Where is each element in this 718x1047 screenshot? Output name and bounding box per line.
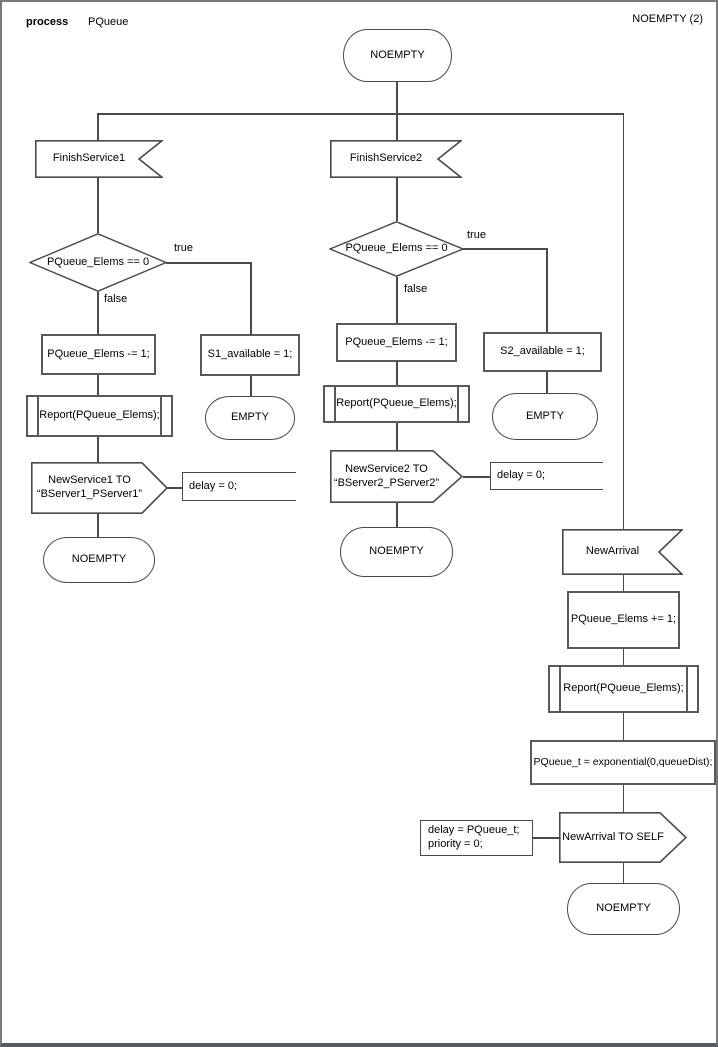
comment-delay-2: delay = 0; — [490, 462, 603, 490]
connector-line — [97, 375, 99, 395]
connector-line — [546, 372, 548, 393]
procedure-report-1: Report(PQueue_Elems); — [26, 395, 173, 437]
connector-line — [463, 476, 490, 478]
state-noempty-1: NOEMPTY — [43, 537, 155, 583]
output-signal-newarrival-self: NewArrival TO SELF — [559, 812, 687, 863]
comment-delay-1: delay = 0; — [182, 472, 296, 501]
procedure-report-3: Report(PQueue_Elems); — [548, 665, 699, 713]
state-empty-1: EMPTY — [205, 396, 295, 440]
procedure-bar-icon — [457, 387, 459, 421]
input-signal-finishservice1: FinishService1 — [35, 140, 163, 178]
decision-pqueue-elems-2: PQueue_Elems == 0 — [329, 221, 464, 277]
connector-line — [97, 292, 99, 334]
input-signal-finishservice2: FinishService2 — [330, 140, 462, 178]
connector-line — [396, 178, 398, 221]
connector-line — [396, 277, 398, 323]
input-symbol-icon — [562, 529, 683, 575]
output-symbol-icon — [559, 812, 687, 863]
output-signal-newservice1: NewService1 TO “BServer1_PServer1” — [31, 462, 168, 514]
procedure-bar-icon — [37, 397, 39, 435]
task-pqueue-t-exponential: PQueue_t = exponential(0,queueDist); — [530, 740, 716, 785]
input-symbol-icon — [35, 140, 163, 178]
edge-label-false-1: false — [104, 293, 128, 305]
connector-line — [97, 113, 99, 140]
procedure-report-2: Report(PQueue_Elems); — [323, 385, 470, 423]
connector-line — [533, 837, 559, 839]
output-symbol-icon — [31, 462, 168, 514]
connector-line — [250, 375, 252, 396]
connector-line — [396, 423, 398, 450]
connector-line — [97, 113, 624, 115]
decision-diamond-icon — [29, 233, 167, 292]
task-s1-available: S1_available = 1; — [200, 334, 300, 376]
procedure-bar-icon — [160, 397, 162, 435]
connector-line — [396, 82, 398, 113]
connector-line — [463, 248, 547, 250]
connector-line — [622, 863, 624, 883]
task-pqueue-increment: PQueue_Elems += 1; — [567, 591, 680, 649]
page-reference: NOEMPTY (2) — [632, 13, 703, 25]
output-symbol-icon — [330, 450, 463, 503]
task-pqueue-decrement-1: PQueue_Elems -= 1; — [41, 334, 156, 375]
procedure-bar-icon — [559, 667, 561, 711]
input-symbol-icon — [330, 140, 462, 178]
edge-label-true-1: true — [174, 242, 193, 254]
connector-line — [97, 178, 99, 233]
connector-line — [546, 248, 548, 332]
process-kind-label: process — [26, 16, 69, 28]
state-noempty-3: NOEMPTY — [567, 883, 680, 935]
state-empty-2: EMPTY — [492, 393, 598, 440]
task-pqueue-decrement-2: PQueue_Elems -= 1; — [336, 323, 457, 362]
connector-line — [396, 503, 398, 527]
task-s2-available: S2_available = 1; — [483, 332, 602, 372]
process-name: PQueue — [88, 16, 129, 28]
connector-line — [622, 713, 624, 740]
decision-diamond-icon — [329, 221, 464, 277]
connector-line — [622, 575, 624, 591]
edge-label-true-2: true — [467, 229, 486, 241]
connector-line — [622, 785, 624, 812]
connector-line — [622, 649, 624, 665]
output-signal-newservice2: NewService2 TO “BServer2_PServer2” — [330, 450, 463, 503]
procedure-bar-icon — [334, 387, 336, 421]
connector-line — [622, 113, 624, 529]
connector-line — [166, 487, 182, 489]
connector-line — [396, 113, 398, 140]
connector-line — [250, 262, 252, 334]
input-signal-newarrival: NewArrival — [562, 529, 683, 575]
state-noempty-top: NOEMPTY — [343, 29, 452, 82]
edge-label-false-2: false — [404, 283, 428, 295]
connector-line — [97, 437, 99, 462]
connector-line — [97, 513, 99, 537]
procedure-bar-icon — [686, 667, 688, 711]
decision-pqueue-elems-1: PQueue_Elems == 0 — [29, 233, 167, 292]
comment-delay-priority: delay = PQueue_t; priority = 0; — [420, 820, 533, 856]
state-noempty-2: NOEMPTY — [340, 527, 453, 577]
connector-line — [396, 362, 398, 385]
connector-line — [166, 262, 250, 264]
